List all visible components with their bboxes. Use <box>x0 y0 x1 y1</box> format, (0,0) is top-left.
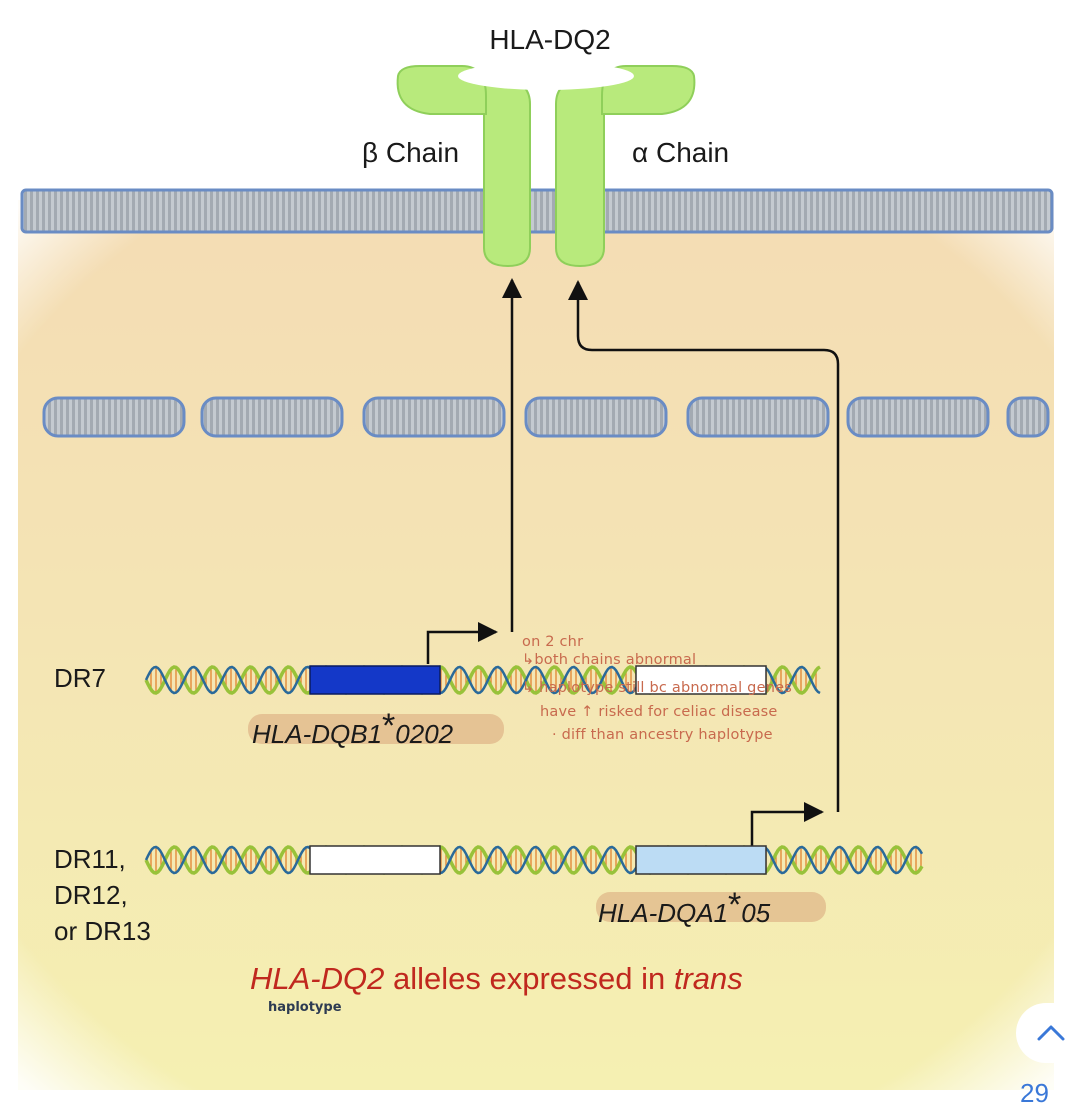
note-haplotype-caption: haplotype <box>268 1000 342 1015</box>
gene-label-dqb1: HLA-DQB1*0202 <box>252 707 454 752</box>
allele-dqa1: 05 <box>741 898 771 928</box>
cell-membrane <box>20 188 1054 234</box>
dqa1-promoter-arrow <box>750 802 824 848</box>
gene-box-dqb1 <box>309 665 441 695</box>
dr11-label: DR11, <box>54 844 126 874</box>
dr7-label: DR7 <box>54 663 107 693</box>
gene-name-dqa1: HLA-DQA1 <box>598 898 729 928</box>
dna-backbone <box>144 845 924 875</box>
allele-asterisk: * <box>728 886 742 924</box>
nuclear-membrane-segment <box>362 396 506 438</box>
diagram-title: HLA-DQ2 <box>489 24 611 55</box>
nuclear-membrane-segment <box>42 396 186 438</box>
dqb1-highlight <box>248 714 504 744</box>
chevron-up-icon <box>1037 1025 1065 1041</box>
scroll-up-button[interactable] <box>1016 1003 1086 1063</box>
alpha-chain-label: α Chain <box>632 137 730 168</box>
gene-label-dqa1: HLA-DQA1*05 <box>598 886 771 931</box>
caption-middle: alleles expressed in <box>384 961 674 996</box>
gene-box-dr7-alpha <box>635 665 767 695</box>
note-ancestry: · diff than ancestry haplotype <box>552 727 773 743</box>
expression-arrows <box>426 278 840 848</box>
gene-box-dr11-beta <box>309 845 441 875</box>
hla-dq2-receptor <box>396 65 696 268</box>
note-haplotype: ↳ haplotype still bc abnormal genes <box>522 680 792 696</box>
nuclear-membrane-segment <box>686 396 830 438</box>
dqb1-promoter-arrow <box>426 622 498 664</box>
note-risk: have ↑ risked for celiac disease <box>540 704 778 720</box>
nuclear-membrane-segment <box>200 396 344 438</box>
gene-name-dqb1: HLA-DQB1 <box>252 719 383 749</box>
alpha-expression-arrow <box>568 280 840 812</box>
nuclear-membrane-segment <box>846 396 990 438</box>
caption-gene: HLA-DQ2 <box>250 961 385 996</box>
allele-asterisk: * <box>382 707 396 745</box>
nuclear-membrane-segment <box>1006 396 1050 438</box>
gene-box-dqa1 <box>635 845 767 875</box>
nuclear-membrane-segment <box>524 396 668 438</box>
diagram-caption: HLA-DQ2 alleles expressed in trans <box>250 961 743 997</box>
beta-chain-label: β Chain <box>362 137 460 168</box>
note-on-2-chr: on 2 chr <box>522 634 584 650</box>
page-number: 29 <box>1020 1078 1049 1108</box>
dr13-label: or DR13 <box>54 916 151 946</box>
note-both-chains: ↳both chains abnormal <box>522 652 697 668</box>
dqa1-highlight <box>596 892 826 922</box>
nuclear-membrane <box>42 396 1050 438</box>
caption-trans: trans <box>673 961 743 996</box>
dr12-label: DR12, <box>54 880 128 910</box>
allele-dqb1: 0202 <box>395 719 454 749</box>
